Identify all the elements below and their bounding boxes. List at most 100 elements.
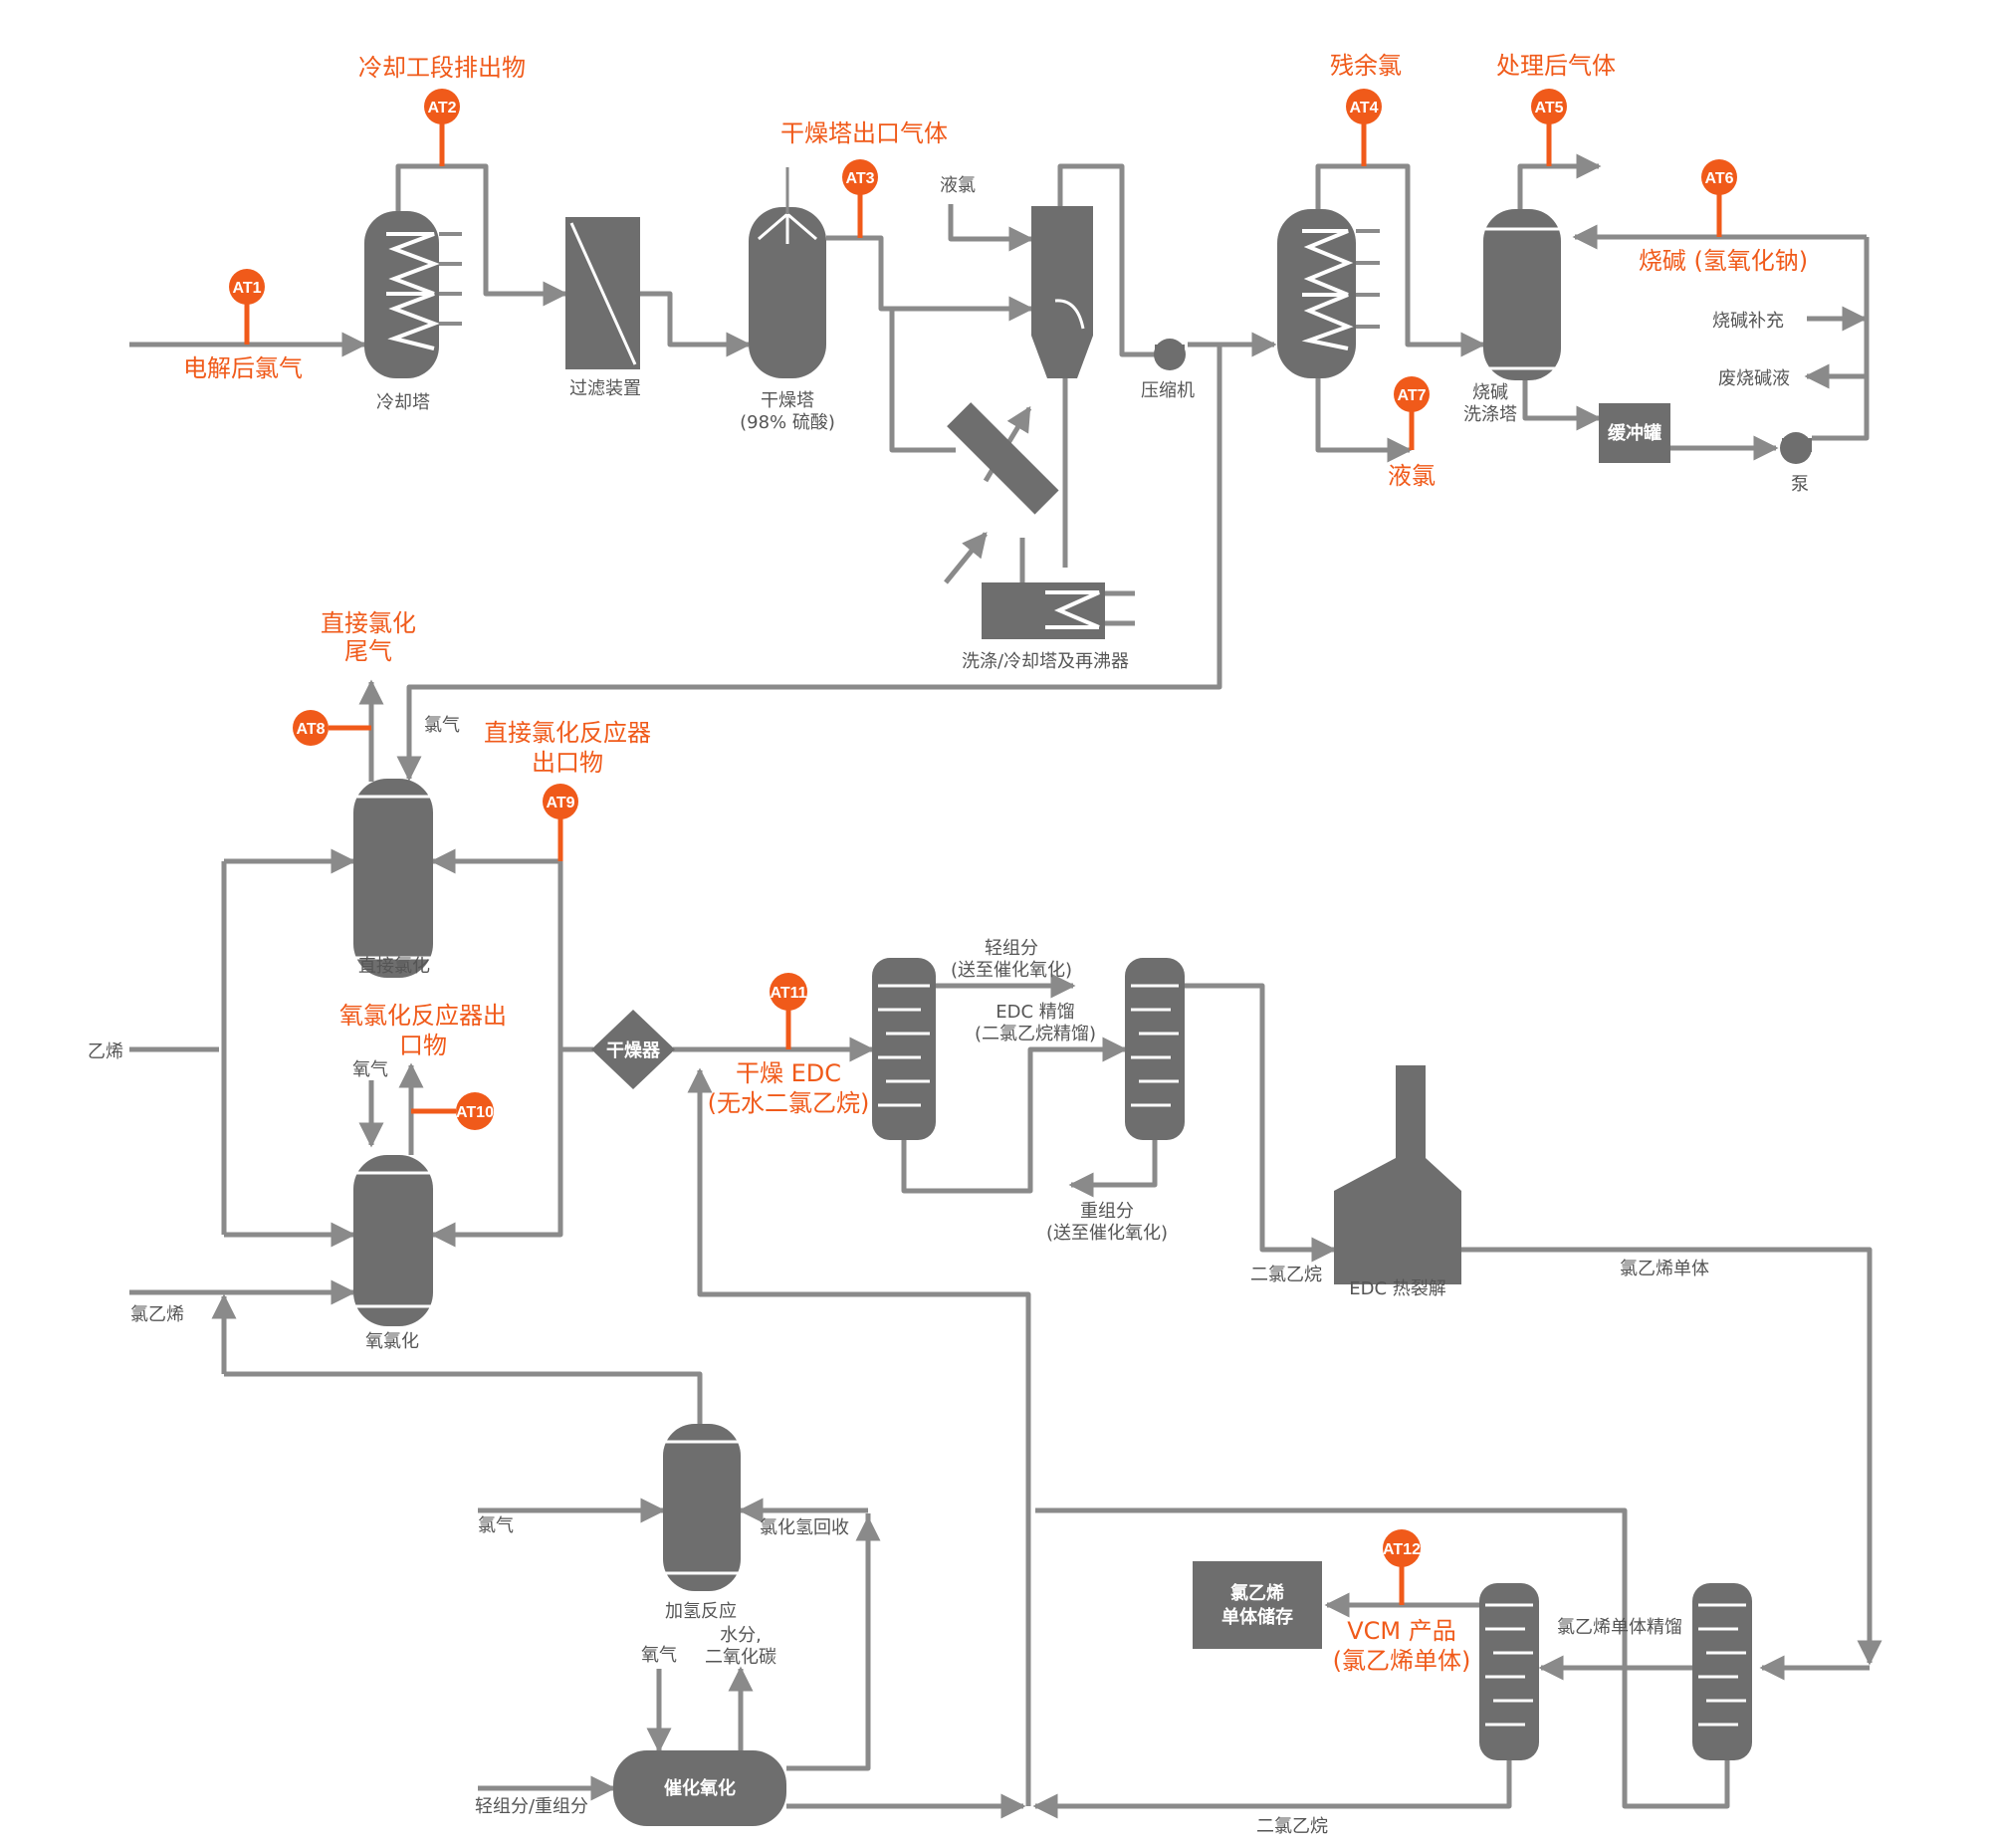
dryer-label: 干燥器	[606, 1040, 661, 1061]
cyclone-separator[interactable]	[1031, 206, 1093, 378]
analyzer-at3[interactable]: AT3	[842, 159, 878, 238]
edc-column-1[interactable]	[872, 958, 936, 1140]
at9-label-1: 直接氯化反应器	[484, 719, 651, 747]
heavy-ends-label-2: (送至催化氧化)	[1046, 1223, 1168, 1244]
liquid-chlorine-in-label: 液氯	[940, 175, 976, 196]
col1-bottom-pipe	[901, 1037, 1128, 1194]
pump[interactable]	[1780, 432, 1812, 464]
heavy-ends-pipe	[1068, 1140, 1158, 1198]
edc-column-2[interactable]	[1125, 958, 1185, 1140]
dryer-out-pipe	[826, 235, 1034, 322]
ethylene-label: 乙烯	[88, 1041, 123, 1062]
at5-label: 处理后气体	[1496, 52, 1616, 80]
at12-label-1: VCM 产品	[1347, 1617, 1456, 1645]
compressor[interactable]	[1154, 339, 1186, 370]
separator-top-pipe	[1057, 163, 1155, 357]
analyzer-at8[interactable]: AT8	[293, 710, 371, 746]
filter-device[interactable]	[565, 217, 640, 369]
edc-distillation-label-1: EDC 精馏	[996, 1002, 1075, 1023]
filter-to-dryer-pipe	[640, 291, 752, 357]
scrubber-top-pipe	[1517, 153, 1602, 209]
liquid-chlorine-in-pipe	[948, 204, 1034, 252]
analyzer-at10[interactable]: AT10	[411, 1092, 494, 1130]
analyzer-at4[interactable]: AT4	[1346, 89, 1382, 166]
oxychlorination-reactor[interactable]	[353, 1155, 433, 1326]
cracking-label: EDC 热裂解	[1349, 1278, 1446, 1299]
scrubber-to-buffer-pipe	[1522, 380, 1602, 431]
at10-label-2: 口物	[399, 1032, 447, 1059]
at6-label: 烧碱 (氢氧化钠)	[1639, 247, 1808, 275]
svg-text:AT5: AT5	[1534, 100, 1563, 116]
vcm-storage-tank[interactable]: 氯乙烯 单体储存	[1193, 1561, 1322, 1649]
chlorine-gas-label-2: 氯气	[478, 1515, 514, 1536]
drying-tower[interactable]	[749, 167, 826, 378]
svg-text:AT9: AT9	[546, 795, 574, 811]
cooling-top-pipe	[395, 163, 568, 307]
analyzer-labels: 电解后氯气 冷却工段排出物 干燥塔出口气体 残余氯 处理后气体 烧碱 (氢氧化钠…	[183, 52, 1808, 1675]
analyzer-at1[interactable]: AT1	[229, 269, 265, 345]
edc-to-cracking-label: 二氯乙烷	[1250, 1265, 1322, 1285]
dc-outlet-pipe	[430, 818, 563, 1248]
vcm-product-column[interactable]	[1479, 1583, 1539, 1760]
drying-tower-label-1: 干燥塔	[761, 390, 814, 411]
at8-label-1: 直接氯化	[321, 609, 416, 637]
light-ends-label-1: 轻组分	[985, 938, 1038, 959]
buffer-tank[interactable]: 缓冲罐	[1599, 403, 1670, 463]
light-ends-label-2: (送至催化氧化)	[951, 960, 1072, 981]
svg-text:AT8: AT8	[296, 721, 325, 738]
vcm-monomer-label: 氯乙烯单体	[1620, 1259, 1709, 1279]
at3-label: 干燥塔出口气体	[780, 119, 948, 147]
analyzer-at11[interactable]: AT11	[770, 973, 807, 1049]
vcm-storage-label-1: 氯乙烯	[1230, 1582, 1284, 1604]
vcm-column[interactable]	[1692, 1583, 1752, 1760]
at2-label: 冷却工段排出物	[358, 54, 526, 82]
analyzer-at2[interactable]: AT2	[424, 89, 460, 166]
analyzer-probes: AT1 AT2 AT3 AT4 AT5 AT6	[229, 89, 1737, 1605]
condenser-unit[interactable]	[947, 402, 1059, 515]
chlorine-liquefier[interactable]	[1277, 209, 1380, 378]
analyzer-at9[interactable]: AT9	[543, 784, 578, 861]
at10-label-1: 氧氯化反应器出	[339, 1002, 507, 1030]
water-co2-label-2: 二氧化碳	[705, 1647, 776, 1668]
dryer-to-wash-pipe	[889, 309, 956, 453]
catalytic-oxidation-vessel[interactable]: 催化氧化	[613, 1750, 786, 1826]
direct-chlorination-reactor[interactable]	[353, 779, 433, 978]
dc-reactor-label: 直接氯化	[358, 956, 430, 977]
at9-label-2: 出口物	[532, 749, 603, 777]
analyzer-at6[interactable]: AT6	[1701, 159, 1737, 237]
oxygen-label-1: 氧气	[352, 1059, 388, 1080]
edc-recycle-pipe	[1032, 1760, 1512, 1819]
chlorination-section	[129, 679, 703, 1424]
catalytic-oxidation-label: 催化氧化	[664, 1777, 736, 1799]
caustic-makeup-label: 烧碱补充	[1712, 311, 1784, 332]
at1-label: 电解后氯气	[183, 354, 303, 382]
oxy-reactor-label: 氧氯化	[365, 1331, 419, 1352]
oxygen-label-2: 氧气	[641, 1645, 677, 1666]
liquefier-bottom-pipe	[1315, 358, 1413, 463]
cat-ox-out-pipe	[786, 1513, 871, 1771]
scrubber-label-2: 洗涤塔	[1463, 404, 1517, 425]
edc-distillation-label-2: (二氯乙烷精馏)	[975, 1024, 1096, 1044]
dryer-unit[interactable]: 干燥器	[591, 1010, 675, 1089]
wash-cooling-reboiler[interactable]	[982, 582, 1105, 639]
equipment-labels: 冷却塔 过滤装置 干燥塔 (98% 硫酸) 压缩机 洗涤/冷却塔及再沸器 烧碱 …	[88, 175, 1809, 1837]
buffer-tank-label: 缓冲罐	[1608, 422, 1661, 444]
hydrogenation-reactor[interactable]	[663, 1424, 741, 1591]
chlorine-treatment-section: 缓冲罐	[129, 153, 1870, 782]
edc-cracking-furnace[interactable]	[1334, 1065, 1461, 1284]
svg-text:AT7: AT7	[1397, 387, 1426, 404]
analyzer-at12[interactable]: AT12	[1383, 1529, 1421, 1605]
analyzer-at5[interactable]: AT5	[1531, 89, 1567, 166]
col2-bottom-pipe	[1035, 1507, 1730, 1809]
spent-caustic-label: 废烧碱液	[1718, 368, 1790, 389]
edc-recycle-label: 二氯乙烷	[1256, 1816, 1328, 1837]
hydro-top-pipe	[224, 1371, 703, 1424]
caustic-scrubber[interactable]	[1483, 209, 1561, 380]
cooling-tower[interactable]	[364, 211, 462, 378]
condenser-in-arrow	[944, 532, 988, 584]
analyzer-at7[interactable]: AT7	[1394, 376, 1430, 450]
vcm-storage-label-2: 单体储存	[1221, 1606, 1293, 1628]
hcl-recovery-label: 氯化氢回收	[760, 1517, 849, 1538]
at4-label: 残余氯	[1330, 52, 1402, 80]
